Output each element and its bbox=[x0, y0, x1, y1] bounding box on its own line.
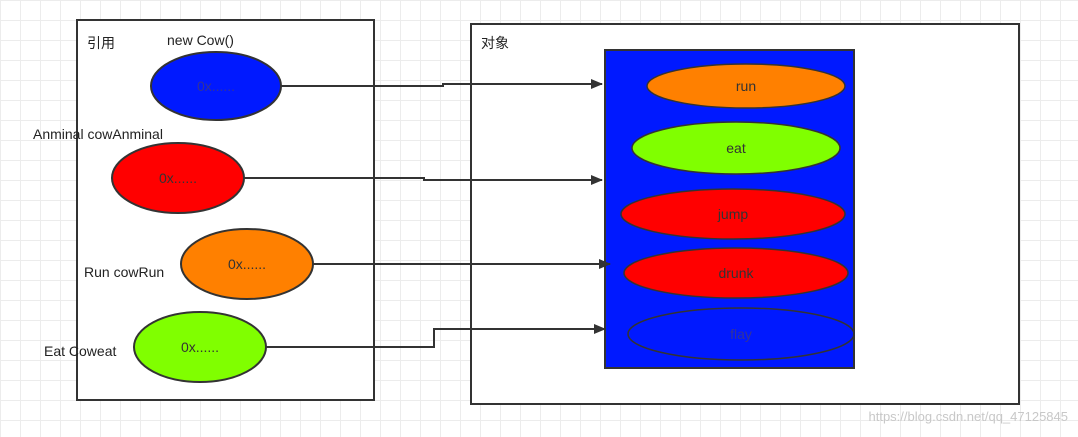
method-label: run bbox=[736, 78, 756, 94]
method-label: flay bbox=[730, 326, 752, 342]
method-run: run bbox=[646, 63, 846, 109]
arrow-new-cow-to-object bbox=[281, 79, 603, 89]
method-label: eat bbox=[726, 140, 746, 156]
ref-label-cow-run: Run cowRun bbox=[84, 264, 164, 280]
address-text: 0x...... bbox=[228, 256, 266, 272]
ref-label-cow-anminal: Anminal cowAnminal bbox=[33, 126, 163, 142]
arrow-cow-anminal-to-object bbox=[244, 175, 603, 185]
reference-panel-title: 引用 bbox=[87, 35, 115, 51]
arrow-cow-eat-to-object bbox=[266, 324, 606, 348]
method-flay: flay bbox=[627, 307, 855, 361]
method-drunk: drunk bbox=[623, 247, 849, 299]
ref-label-new-cow: new Cow() bbox=[167, 32, 234, 48]
ref-ellipse-cow-run: 0x...... bbox=[180, 228, 314, 300]
method-jump: jump bbox=[620, 188, 846, 240]
method-label: drunk bbox=[718, 265, 754, 281]
address-text: 0x...... bbox=[197, 78, 235, 94]
ref-ellipse-cow-eat: 0x...... bbox=[133, 311, 267, 383]
address-text: 0x...... bbox=[181, 339, 219, 355]
method-eat: eat bbox=[631, 121, 841, 175]
address-text: 0x...... bbox=[159, 170, 197, 186]
watermark-text: https://blog.csdn.net/qq_47125845 bbox=[869, 409, 1069, 424]
ref-ellipse-new-cow: 0x...... bbox=[150, 51, 282, 121]
method-label: jump bbox=[717, 206, 749, 222]
ref-label-cow-eat: Eat Coweat bbox=[44, 343, 116, 359]
object-panel-title: 对象 bbox=[481, 35, 509, 51]
ref-ellipse-cow-anminal: 0x...... bbox=[111, 142, 245, 214]
connectors bbox=[244, 79, 611, 348]
